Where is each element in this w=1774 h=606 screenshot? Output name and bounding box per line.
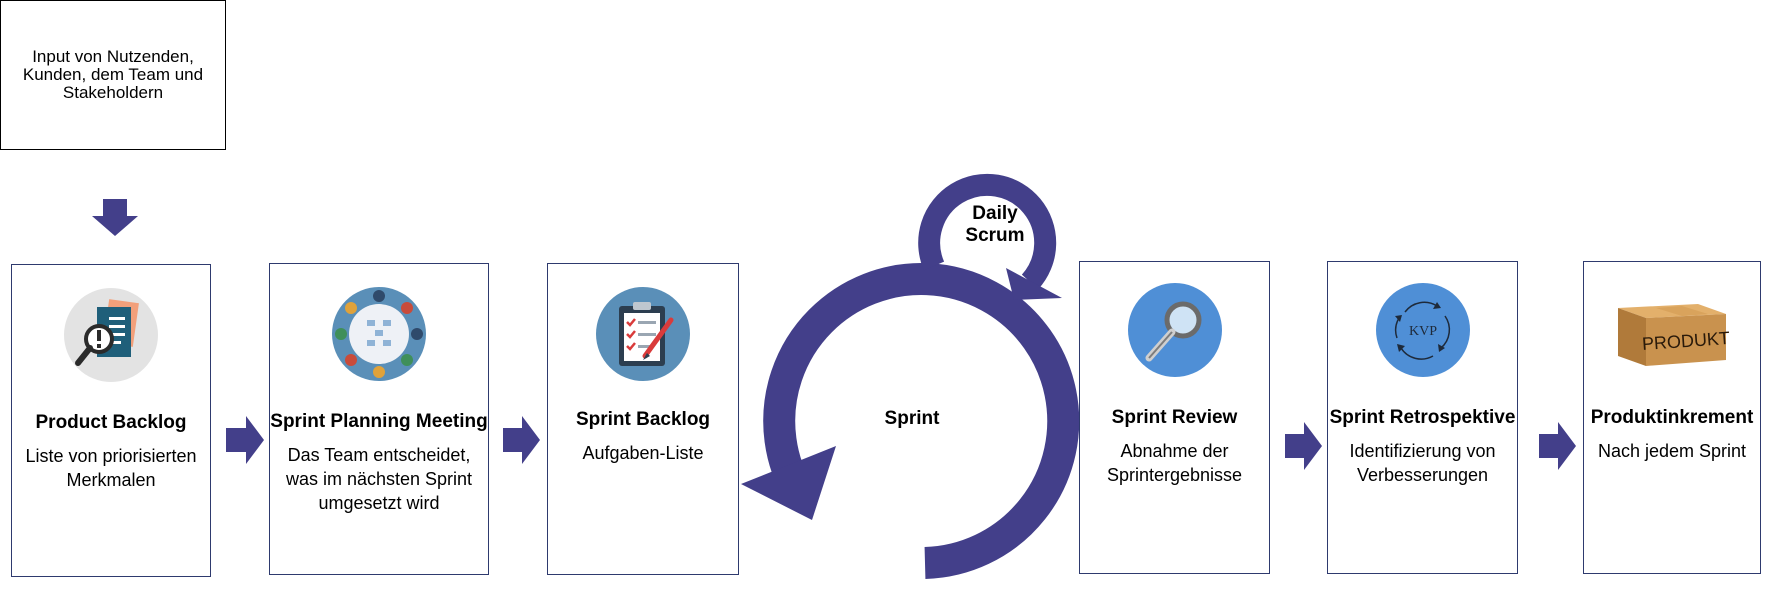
- daily-scrum-label: Daily Scrum: [965, 203, 1025, 246]
- sprint-label: Sprint: [884, 408, 940, 429]
- product-box-icon: PRODUKT: [1612, 290, 1732, 370]
- stage-sprint-backlog: Sprint Backlog Aufgaben-Liste: [547, 263, 739, 575]
- stage-title: Produktinkrement: [1590, 407, 1754, 428]
- clipboard-checklist-icon: [595, 286, 691, 382]
- meeting-table-icon: [331, 286, 427, 382]
- stage-description: Abnahme der Sprintergebnisse: [1106, 441, 1243, 485]
- kvp-label: KVP: [1408, 324, 1436, 339]
- right-arrow-icon: [1285, 422, 1322, 470]
- stage-description: Identifizierung von Verbesserungen: [1349, 441, 1496, 485]
- stage-title: Sprint Planning Meeting: [270, 411, 488, 432]
- stage-title: Sprint Backlog: [575, 409, 711, 430]
- input-text: Input von Nutzenden, Kunden, dem Team un…: [22, 47, 204, 102]
- stage-description: Nach jedem Sprint: [1597, 441, 1747, 461]
- stage-product-backlog: Product Backlog Liste von priorisierten …: [11, 264, 211, 577]
- magnifying-glass-icon: [1127, 282, 1223, 378]
- stage-sprint-retrospektive: KVP Sprint Retrospektive Identifizierung…: [1327, 261, 1518, 574]
- stage-produktinkrement: PRODUKT Produktinkrement Nach jedem Spri…: [1583, 261, 1761, 574]
- input-box: Input von Nutzenden, Kunden, dem Team un…: [0, 0, 226, 150]
- down-arrow-icon: [92, 199, 138, 236]
- stage-description: Aufgaben-Liste: [582, 443, 704, 463]
- stage-description: Das Team entscheidet, was im nächsten Sp…: [285, 445, 473, 513]
- stage-sprint-planning-meeting: Sprint Planning Meeting Das Team entsche…: [269, 263, 489, 575]
- right-arrow-icon: [226, 416, 264, 464]
- magnifier-document-icon: [63, 287, 159, 383]
- right-arrow-icon: [503, 416, 540, 464]
- stage-title: Sprint Retrospektive: [1329, 407, 1516, 428]
- stage-description: Liste von priorisierten Merkmalen: [25, 446, 197, 490]
- kvp-cycle-icon: KVP: [1375, 282, 1471, 378]
- stage-title: Product Backlog: [35, 412, 187, 433]
- stage-sprint-review: Sprint Review Abnahme der Sprintergebnis…: [1079, 261, 1270, 574]
- right-arrow-icon: [1539, 422, 1576, 470]
- stage-title: Sprint Review: [1111, 407, 1238, 428]
